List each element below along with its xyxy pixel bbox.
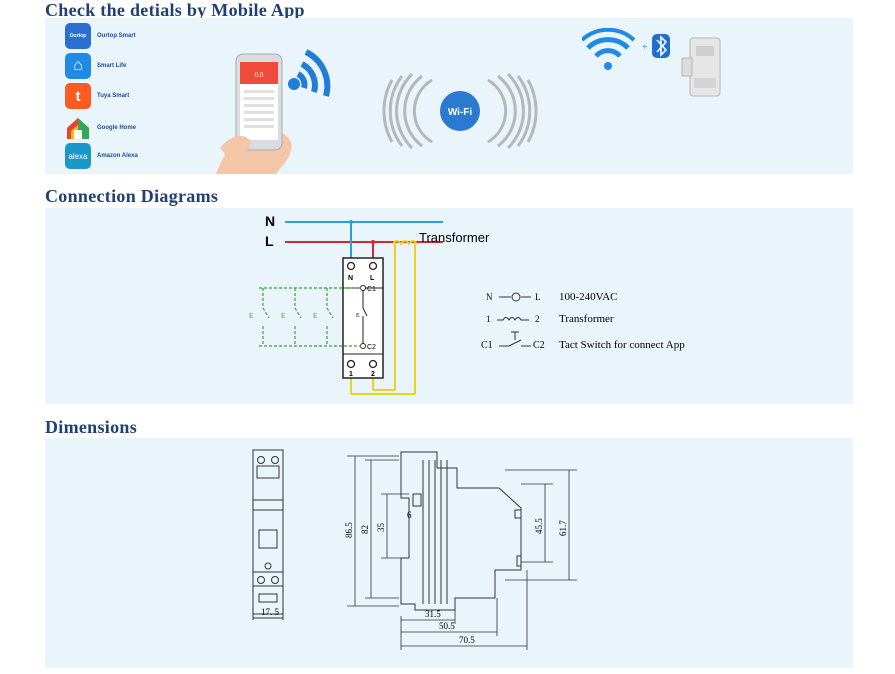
phone-in-hand-image: 0.0 [216,49,331,174]
phone-display-value: 0.0 [255,71,264,79]
external-switches [259,287,361,347]
connection-panel [45,208,853,404]
legend-left: 1 [486,314,491,324]
terminal-1-label: 1 [349,371,353,378]
front-width-label: 17. 5 [261,607,280,617]
legend-left: C1 [481,340,493,351]
height-86-5-label: 86.5 [344,522,354,538]
wifi-broadcast-graphic: Wi-Fi [382,72,538,150]
legend: N L 100-240VAC 1 2 Transformer C1 C2 Tac… [481,291,685,351]
section-title-connection: Connection Diagrams [45,186,219,206]
legend-text: Transformer [559,313,614,325]
app-name: Smart Life [97,63,127,69]
plus-icon: + [642,42,648,53]
tuya-icon: t [65,83,91,109]
smart-life-icon: ⌂ [65,53,91,79]
front-view [252,449,284,620]
app-item-google-home: Google Home [65,114,136,142]
section-title-dimensions: Dimensions [45,417,138,437]
wifi-badge [440,91,480,131]
bluetooth-icon [652,34,670,58]
height-82-label: 82 [360,525,370,534]
depth-6-label: 6 [407,510,412,520]
din-rail-device-image [681,37,721,97]
connection-diagram: N L Transformer N L C1 E C2 1 2 [249,213,685,395]
height-45-5-label: 45.5 [534,518,544,534]
legend-left: N [486,292,493,302]
legend-text: Tact Switch for connect App [559,339,685,351]
wifi-signal-icon [288,49,331,97]
alexa-icon: alexa [65,143,91,169]
height-35-label: 35 [376,523,386,533]
switch-label-2: E [281,312,285,320]
height-61-7-label: 61.7 [558,520,568,536]
app-item-smart-life: ⌂ Smart Life [65,52,126,80]
terminal-l-label: L [370,275,375,282]
app-name: Ourtop Smart [97,33,136,39]
legend-text: 100-240VAC [559,291,617,303]
c2-label: C2 [367,344,376,351]
c1-label: C1 [367,286,376,293]
dimensions-drawing: 17. 5 86.5 82 35 [252,449,577,650]
app-item-ourtop: Ourtop Ourtop Smart [65,22,136,50]
switch-e-label: E [356,313,360,319]
legend-right: 2 [535,314,540,324]
app-name: Google Home [97,125,137,131]
transformer-label: Transformer [419,230,490,245]
dimensions-panel [45,438,853,668]
transformer-coil [392,240,418,246]
depth-70-5-label: 70.5 [459,635,475,645]
terminal-n-label: N [348,275,353,282]
wifi-badge-label: Wi-Fi [448,107,473,118]
ourtop-logo-icon: Ourtop [65,23,91,49]
neutral-label: N [265,213,275,229]
wifi-bluetooth-device-graphic: + [582,28,721,97]
app-name: Amazon Alexa [97,153,138,159]
app-item-tuya: t Tuya Smart [65,82,129,110]
side-view [400,451,522,611]
google-home-icon [65,115,91,141]
live-label: L [265,233,274,249]
section-title-app: Check the detials by Mobile App [45,0,305,20]
depth-50-5-label: 50.5 [439,621,455,631]
depth-31-5-label: 31.5 [425,609,441,619]
app-name: Tuya Smart [97,93,130,99]
wifi-icon [582,28,636,70]
legend-right: L [535,292,541,302]
legend-right: C2 [533,340,545,351]
switch-label-3: E [313,312,317,320]
terminal-2-label: 2 [371,371,375,378]
app-item-alexa: alexa Amazon Alexa [65,142,138,170]
switch-label-1: E [249,312,253,320]
